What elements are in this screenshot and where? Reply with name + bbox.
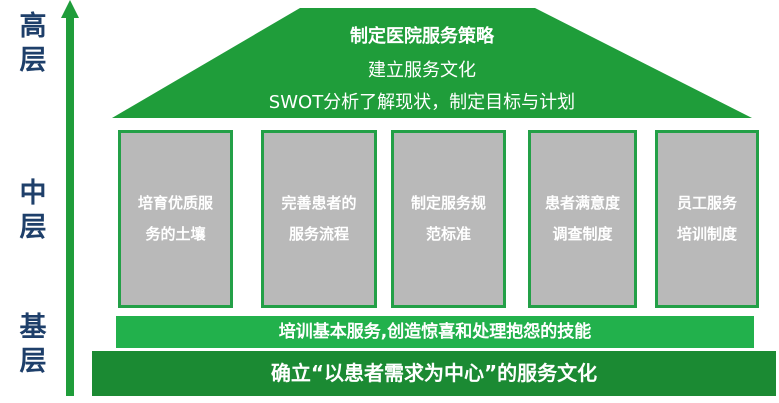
axis-label-high-char-1: 高 xyxy=(19,11,47,42)
pillar-label-line-2: 培训制度 xyxy=(676,225,737,243)
pillar-label-line-1: 完善患者的 xyxy=(281,194,357,212)
base-lower-bar: 确立“以患者需求为中心”的服务文化 xyxy=(92,351,776,396)
pillar-service-standards: 制定服务规 范标准 xyxy=(391,130,506,308)
roof-title: 制定医院服务策略 xyxy=(350,26,494,47)
pillar-label: 员工服务 培训制度 xyxy=(658,188,756,250)
pillar-label-line-2: 服务流程 xyxy=(288,225,349,243)
axis-label-mid: 中 层 xyxy=(14,177,52,245)
pillar-label-line-1: 制定服务规 xyxy=(410,194,486,212)
pillar-service-soil: 培育优质服 务的土壤 xyxy=(118,130,233,308)
axis-label-base-char-1: 基 xyxy=(19,312,47,343)
pillar-label-line-1: 患者满意度 xyxy=(544,194,620,212)
base-upper-bar: 培训基本服务,创造惊喜和处理抱怨的技能 xyxy=(116,316,754,348)
pillar-label-line-2: 调查制度 xyxy=(552,225,613,243)
axis-label-high: 高 层 xyxy=(14,10,52,78)
axis-label-base: 基 层 xyxy=(14,311,52,379)
pillar-label: 培育优质服 务的土壤 xyxy=(121,188,230,250)
roof-polygon xyxy=(112,8,752,118)
level-arrow-shaft xyxy=(66,16,74,396)
pillar-satisfaction-survey: 患者满意度 调查制度 xyxy=(528,130,637,308)
pillar-label: 患者满意度 调查制度 xyxy=(531,188,634,250)
pillar-label-line-1: 培育优质服 xyxy=(137,194,213,212)
pillar-label: 完善患者的 服务流程 xyxy=(264,188,374,250)
pillar-label-line-2: 务的土壤 xyxy=(145,225,206,243)
axis-label-mid-char-1: 中 xyxy=(19,178,47,209)
pillar-label-line-1: 员工服务 xyxy=(676,194,737,212)
pillar-label-line-2: 范标准 xyxy=(425,225,471,243)
axis-label-high-char-2: 层 xyxy=(19,45,47,76)
pillar-label: 制定服务规 范标准 xyxy=(394,188,503,250)
pillar-staff-training: 员工服务 培训制度 xyxy=(655,130,759,308)
pillar-patient-process: 完善患者的 服务流程 xyxy=(261,130,377,308)
axis-label-mid-char-2: 层 xyxy=(19,212,47,243)
level-arrow-head-icon xyxy=(61,0,79,18)
roof-detail: SWOT分析了解现状，制定目标与计划 xyxy=(268,92,576,113)
roof-subtitle: 建立服务文化 xyxy=(368,60,476,81)
roof-shape xyxy=(112,8,752,118)
axis-label-base-char-2: 层 xyxy=(19,346,47,377)
